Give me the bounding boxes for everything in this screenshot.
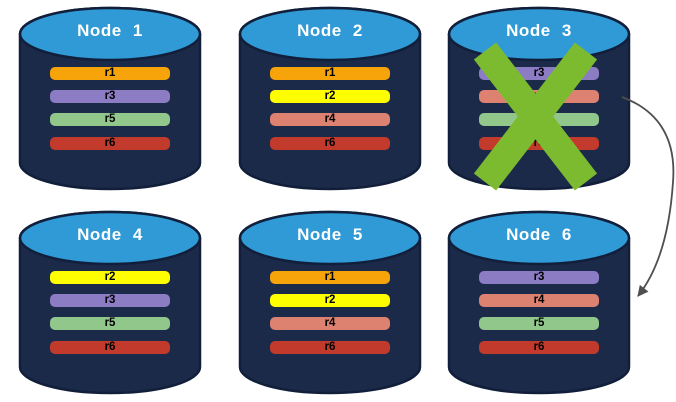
replica-bar: r4 <box>479 294 599 307</box>
node-5: Node 5 r1 r2 r4 r6 <box>235 210 425 396</box>
node-4: Node 4 r2 r3 r5 r6 <box>15 210 205 396</box>
replica-bar: r2 <box>50 271 170 284</box>
replica-label: r6 <box>104 341 116 353</box>
replica-label: r4 <box>324 317 336 329</box>
node-title: Node 2 <box>297 21 363 40</box>
replica-bar: r6 <box>479 341 599 354</box>
replica-label: r6 <box>324 137 336 149</box>
replica-label: r5 <box>104 317 116 329</box>
replica-label: r3 <box>533 271 545 283</box>
node-1: Node 1 r1 r3 r5 r6 <box>15 6 205 192</box>
replica-bar: r4 <box>270 113 390 126</box>
replica-label: r5 <box>533 113 545 125</box>
replica-bar: r1 <box>270 67 390 80</box>
replica-label: r6 <box>104 137 116 149</box>
replica-label: r6 <box>533 341 545 353</box>
replica-bar: r5 <box>479 317 599 330</box>
replica-label: r6 <box>324 341 336 353</box>
replica-bar: r3 <box>50 90 170 103</box>
node-6: Node 6 r3 r4 r5 r6 <box>444 210 634 396</box>
replica-label: r5 <box>104 113 116 125</box>
replica-label: r6 <box>533 137 545 149</box>
replica-bar: r5 <box>479 113 599 126</box>
replica-label: r3 <box>104 294 116 306</box>
replica-label: r1 <box>324 271 336 283</box>
replica-label: r4 <box>533 294 545 306</box>
cylinder-top <box>18 210 202 266</box>
replica-bar: r6 <box>479 137 599 150</box>
replica-label: r1 <box>104 67 116 79</box>
replica-label: r3 <box>533 67 545 79</box>
replica-bar: r6 <box>50 137 170 150</box>
replica-bar: r6 <box>270 341 390 354</box>
replica-bar: r6 <box>50 341 170 354</box>
replica-bar: r3 <box>479 67 599 80</box>
node-title: Node 1 <box>77 21 143 40</box>
replica-label: r4 <box>533 90 545 102</box>
replica-bar: r1 <box>50 67 170 80</box>
node-title: Node 3 <box>506 21 572 40</box>
replica-label: r2 <box>324 294 336 306</box>
cylinder-top <box>238 6 422 62</box>
replica-label: r5 <box>533 317 545 329</box>
cylinder-top <box>238 210 422 266</box>
replica-bar: r4 <box>479 90 599 103</box>
replica-bar: r3 <box>479 271 599 284</box>
cylinder-top <box>18 6 202 62</box>
replica-bar: r2 <box>270 90 390 103</box>
replica-bar: r4 <box>270 317 390 330</box>
node-title: Node 5 <box>297 225 363 244</box>
replica-bar: r6 <box>270 137 390 150</box>
replica-bar: r3 <box>50 294 170 307</box>
replica-label: r4 <box>324 113 336 125</box>
replica-bar: r5 <box>50 113 170 126</box>
node-2: Node 2 r1 r2 r4 r6 <box>235 6 425 192</box>
node-3: Node 3 r3 r4 r5 r6 <box>444 6 634 192</box>
replica-bar: r2 <box>270 294 390 307</box>
replica-label: r3 <box>104 90 116 102</box>
node-title: Node 6 <box>506 225 572 244</box>
node-title: Node 4 <box>77 225 143 244</box>
replica-bar: r5 <box>50 317 170 330</box>
replica-label: r1 <box>324 67 336 79</box>
replica-bar: r1 <box>270 271 390 284</box>
replica-label: r2 <box>104 271 116 283</box>
replica-label: r2 <box>324 90 336 102</box>
